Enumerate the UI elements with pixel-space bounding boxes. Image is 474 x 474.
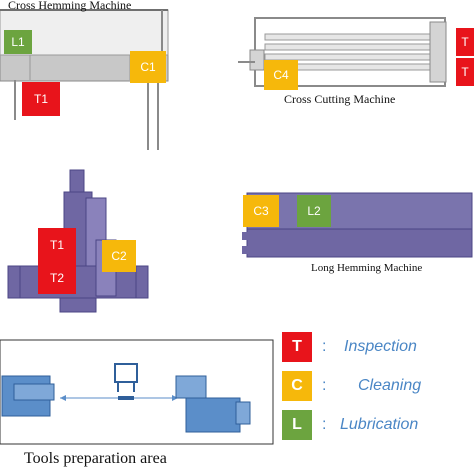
tag-center-c2: C2 bbox=[102, 240, 136, 272]
tools-area-label: Tools preparation area bbox=[24, 450, 167, 467]
legend-colon-lubrication: : bbox=[322, 416, 327, 433]
legend-colon-cleaning: : bbox=[322, 377, 327, 394]
legend-colon-inspection: : bbox=[322, 338, 327, 355]
long-hemming-machine bbox=[242, 192, 473, 258]
legend-text-lubrication: Lubrication bbox=[340, 416, 419, 433]
legend-key-cleaning: C bbox=[282, 371, 312, 401]
tools-area-frame bbox=[0, 339, 274, 445]
tag-cc-c4: C4 bbox=[264, 60, 298, 90]
legend-text-inspection: Inspection bbox=[344, 338, 417, 355]
tag-cc-t-top: T bbox=[456, 28, 474, 56]
cross-hemming-label: Cross Hemming Machine bbox=[8, 0, 132, 12]
legend-text-cleaning: Cleaning bbox=[358, 377, 422, 394]
tag-lh-c3: C3 bbox=[243, 195, 279, 227]
tag-ch-l1: L1 bbox=[4, 30, 32, 54]
tag-center-t2: T2 bbox=[38, 262, 76, 294]
tag-ch-c1: C1 bbox=[130, 51, 166, 83]
tag-ch-t1: T1 bbox=[22, 82, 60, 116]
legend-key-lubrication: L bbox=[282, 410, 312, 440]
cross-cutting-label: Cross Cutting Machine bbox=[284, 92, 396, 106]
long-hemming-label: Long Hemming Machine bbox=[311, 262, 423, 274]
tools-area-equipment bbox=[1, 363, 251, 433]
legend-key-inspection: T bbox=[282, 332, 312, 362]
tag-lh-l2: L2 bbox=[297, 195, 331, 227]
tag-center-t1: T1 bbox=[38, 228, 76, 262]
tag-cc-t-bottom: T bbox=[456, 58, 474, 86]
